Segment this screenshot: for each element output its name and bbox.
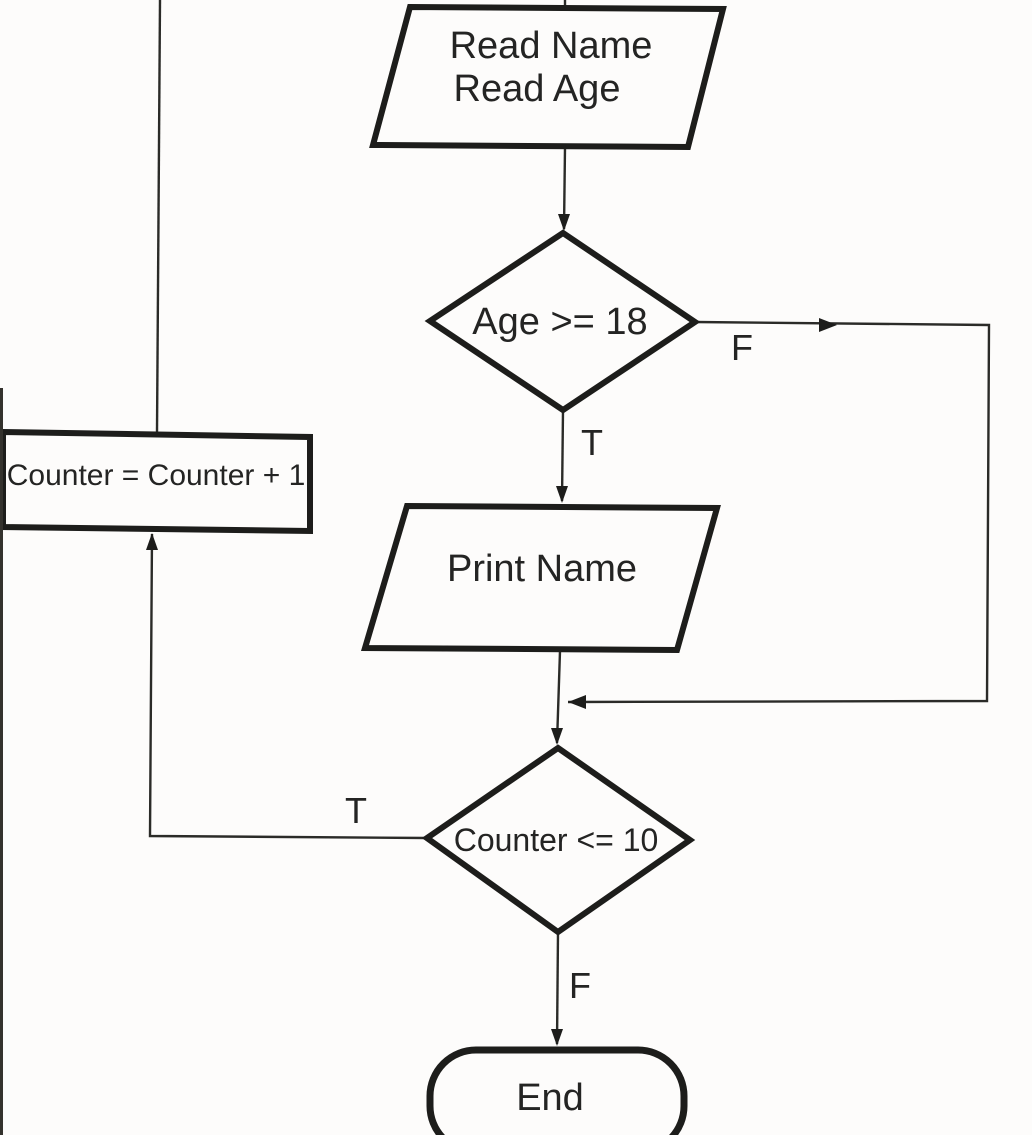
edge-counter-false-to-end xyxy=(555,931,560,1045)
arrowhead-down-into-end-icon xyxy=(551,1029,563,1046)
edge-increment-to-top xyxy=(155,0,162,433)
read-io-label-line1: Read Name xyxy=(450,25,653,67)
counter-true-branch-label: T xyxy=(345,790,367,831)
arrowhead-up-into-increment-icon xyxy=(146,533,158,550)
edge-counter-true-to-increment xyxy=(148,533,428,840)
end-terminator-stadium xyxy=(426,1046,688,1135)
arrowhead-right-age-false-icon xyxy=(819,318,837,332)
increment-process-rectangle xyxy=(0,428,313,535)
increment-process-label: Counter = Counter + 1 xyxy=(7,459,306,492)
print-io-label: Print Name xyxy=(447,548,637,590)
edge-age-true-to-print xyxy=(560,409,565,502)
edge-age-false-loop xyxy=(567,320,991,704)
edge-print-to-counter xyxy=(555,650,562,744)
arrowhead-down-into-counter-icon xyxy=(551,728,563,745)
age-true-branch-label: T xyxy=(581,422,603,463)
read-io-label-line2: Read Age xyxy=(454,68,621,110)
print-io-parallelogram xyxy=(360,502,721,654)
arrowhead-down-into-age-icon xyxy=(558,214,570,231)
arrowhead-down-into-print-icon xyxy=(556,486,568,503)
end-terminator-label: End xyxy=(516,1077,584,1119)
arrowhead-left-return-icon xyxy=(568,695,586,709)
age-decision-diamond xyxy=(424,229,701,414)
counter-false-branch-label: F xyxy=(569,965,591,1006)
scan-edge-artifact xyxy=(0,388,3,1135)
age-false-branch-label: F xyxy=(731,327,753,368)
read-io-parallelogram xyxy=(369,3,727,151)
age-decision-label: Age >= 18 xyxy=(472,301,647,343)
connectors xyxy=(148,0,991,1045)
counter-decision-diamond xyxy=(421,744,696,936)
counter-decision-label: Counter <= 10 xyxy=(454,822,659,858)
arrowheads xyxy=(146,214,837,1046)
